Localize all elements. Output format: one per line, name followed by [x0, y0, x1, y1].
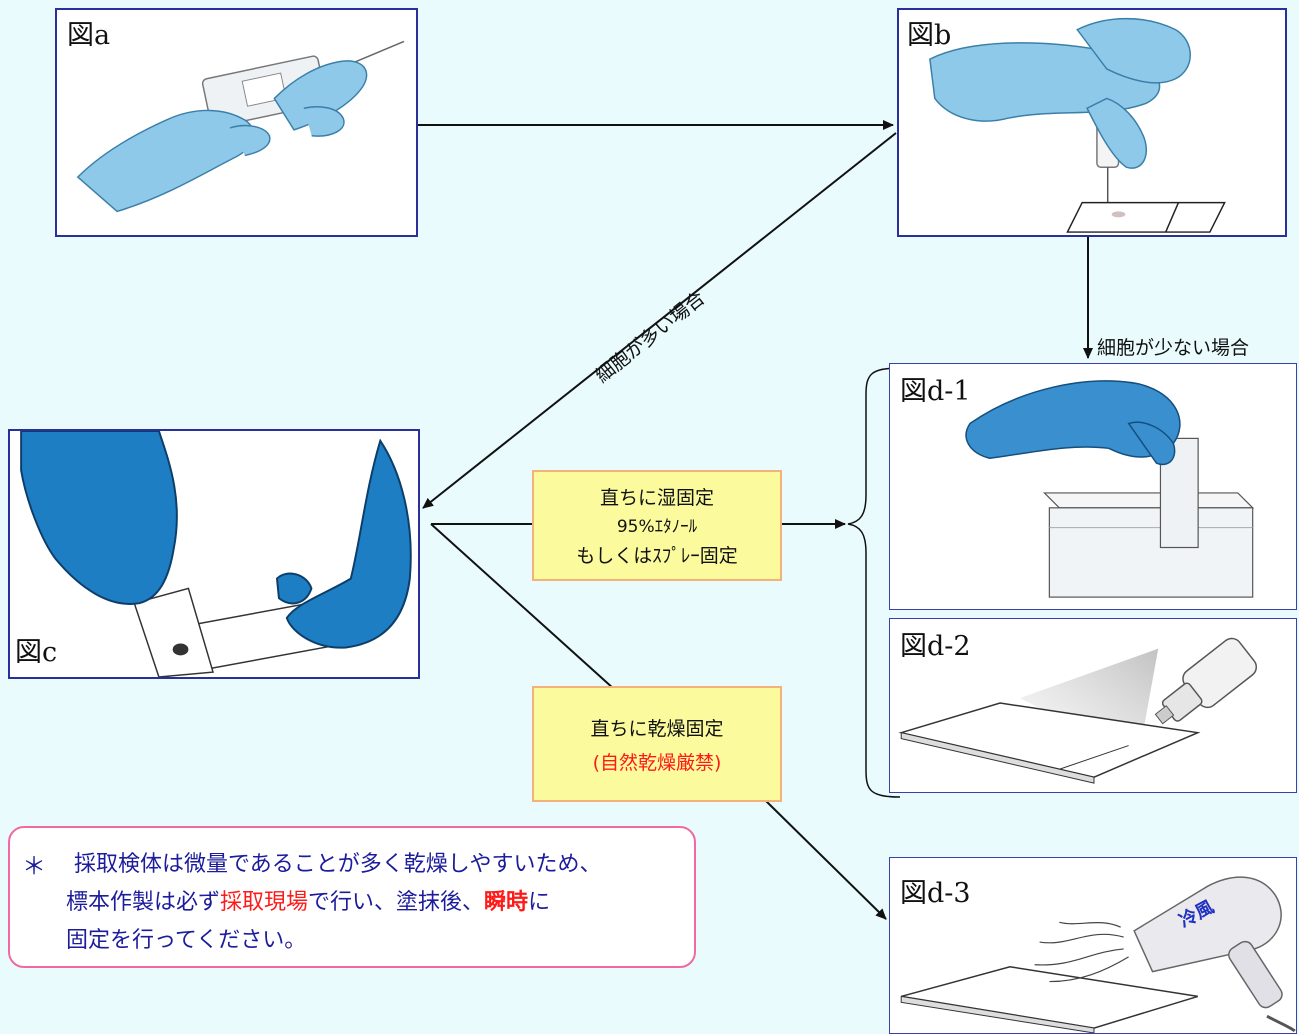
syringe-expel-illustration	[929, 17, 1226, 233]
cold-air-dry-illustration	[900, 876, 1296, 1033]
spray-fix-illustration	[898, 637, 1258, 784]
arrow-b-to-c	[422, 132, 897, 509]
brace-d1-d2	[847, 367, 901, 798]
wet-fixation-box: 直ちに湿固定 95%ｴﾀﾉｰﾙ もしくはｽﾌﾟﾚｰ固定	[532, 470, 782, 581]
note-bullet: ＊	[22, 852, 46, 880]
figure-a-label: 図a	[67, 20, 111, 51]
ethanol-dip-illustration	[965, 380, 1255, 598]
figure-b-label: 図b	[907, 20, 952, 51]
note-instant-emphasis: 瞬時	[484, 890, 529, 915]
line-c-to-drybox	[430, 523, 615, 690]
figure-d3-label: 図d-3	[900, 878, 971, 909]
figure-d1-panel: 図d-1	[889, 363, 1297, 610]
few-cells-label: 細胞が少ない場合	[1097, 337, 1250, 359]
note-line2-a: 標本作製は必ず	[66, 890, 221, 915]
figure-d2-label: 図d-2	[900, 631, 971, 662]
dry-fix-warning: (自然乾燥厳禁)	[592, 752, 722, 774]
figure-d1-label: 図d-1	[900, 376, 971, 407]
wet-fix-line2: 95%ｴﾀﾉｰﾙ	[616, 517, 698, 537]
note-line2-e: に	[528, 890, 551, 915]
wet-fix-line3: もしくはｽﾌﾟﾚｰ固定	[576, 545, 738, 567]
note-line1: 採取検体は微量であることが多く乾燥しやすいため、	[74, 852, 602, 877]
smear-slides-illustration	[20, 431, 412, 677]
note-site-emphasis: 採取現場	[220, 890, 309, 915]
needle-assembly-illustration	[76, 40, 405, 213]
figure-d2-panel: 図d-2	[889, 618, 1297, 793]
figure-b-panel: 図b	[897, 8, 1287, 237]
arrow-drybox-to-d3	[765, 800, 887, 920]
caution-note: ＊ 採取検体は微量であることが多く乾燥しやすいため、 標本作製は必ず採取現場で行…	[8, 826, 696, 968]
figure-c-label: 図c	[15, 637, 58, 668]
dry-fixation-box: 直ちに乾燥固定 (自然乾燥厳禁)	[532, 686, 782, 802]
note-line2: 標本作製は必ず採取現場で行い、塗抹後、瞬時に	[66, 884, 550, 916]
note-line3: 固定を行ってください。	[66, 928, 307, 953]
figure-a-panel: 図a	[55, 8, 418, 237]
figure-d3-panel: 図d-3 冷風	[889, 857, 1297, 1034]
wet-fix-line1: 直ちに湿固定	[599, 487, 714, 509]
figure-c-panel: 図c	[8, 429, 420, 679]
dry-fix-line1: 直ちに乾燥固定	[590, 718, 724, 740]
note-line2-c: で行い、塗抹後、	[308, 890, 485, 915]
